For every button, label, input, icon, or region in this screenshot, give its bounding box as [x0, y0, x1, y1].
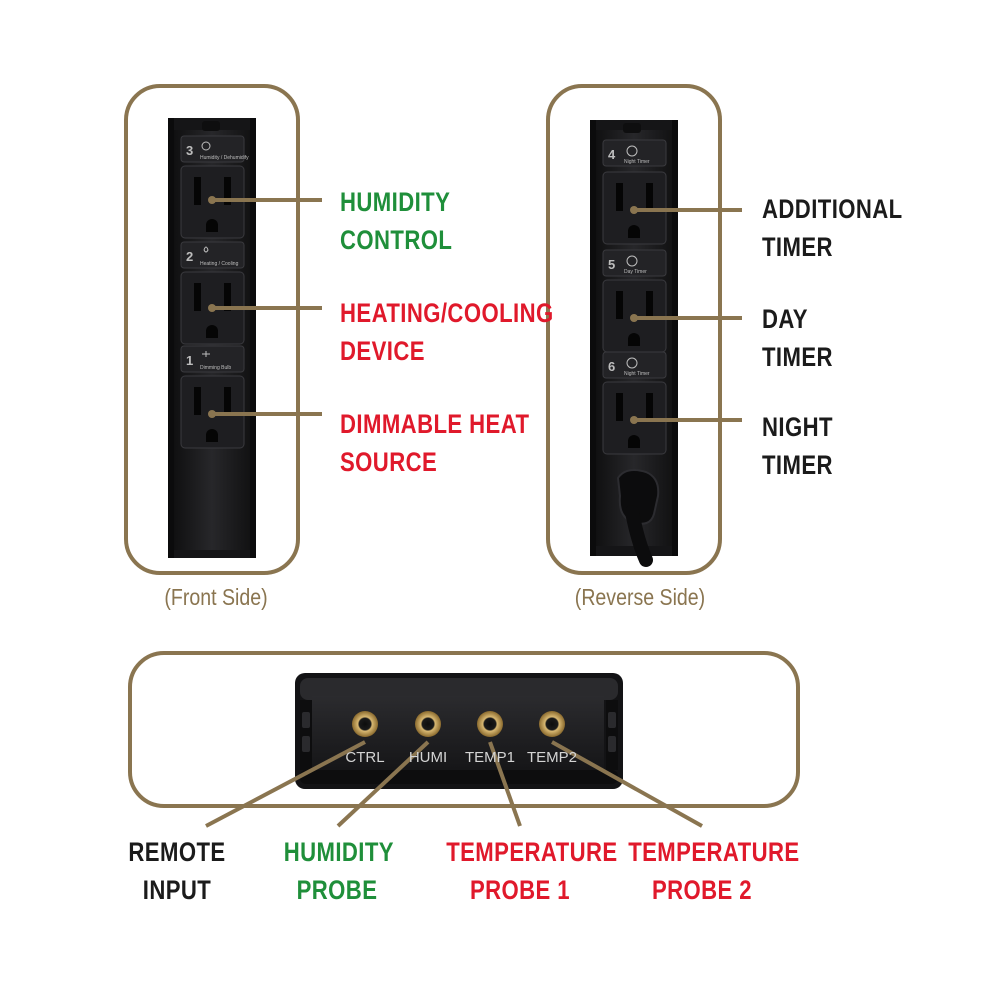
reverse-outlet-4-text: Night Timer — [624, 159, 650, 165]
front-outlet-2-number: 2 — [186, 249, 193, 264]
heat-cool-icon — [203, 246, 209, 253]
callout-humidity-control: HUMIDITY CONTROL — [340, 183, 452, 259]
callout-heating-cooling-device: HEATING/COOLING DEVICE — [340, 294, 554, 370]
front-outlet-1-text: Dimming Bulb — [200, 365, 231, 371]
reverse-side-caption: (Reverse Side) — [574, 584, 706, 610]
callout-line: ADDITIONAL — [762, 194, 903, 224]
temp1-jack — [477, 711, 503, 737]
temp2-jack — [539, 711, 565, 737]
front-side-caption: (Front Side) — [164, 584, 268, 610]
callout-line: SOURCE — [340, 447, 438, 477]
jack-label-temp2: TEMP2 — [527, 749, 577, 766]
callout-temperature-probe-2: TEMPERATURE PROBE 2 — [628, 833, 800, 909]
callout-line: DEVICE — [340, 336, 425, 366]
ports-device — [295, 673, 623, 789]
callout-line: INPUT — [142, 875, 212, 905]
power-cord — [616, 469, 660, 567]
ports-frame — [128, 651, 800, 808]
front-frame — [124, 84, 300, 575]
front-outlet-3-text: Humidity / Dehumidify — [200, 155, 249, 161]
callout-line: DIMMABLE HEAT — [340, 409, 530, 439]
leader-temp-probe-1 — [488, 741, 522, 827]
callout-line: NIGHT — [762, 412, 833, 442]
callout-line: CONTROL — [340, 225, 453, 255]
callout-night-timer: NIGHT TIMER — [762, 408, 833, 484]
reverse-outlet-5-text: Day Timer — [624, 269, 647, 275]
callout-line: PROBE 1 — [469, 875, 571, 905]
callout-line: REMOTE — [128, 837, 226, 867]
callout-line: TEMPERATURE — [446, 837, 618, 867]
clock-icon — [626, 145, 638, 157]
front-outlet-3-number: 3 — [186, 143, 193, 158]
callout-line: HUMIDITY — [283, 837, 394, 867]
callout-line: PROBE — [296, 875, 378, 905]
ctrl-jack — [352, 711, 378, 737]
front-outlet-1-number: 1 — [186, 353, 193, 368]
callout-temperature-probe-1: TEMPERATURE PROBE 1 — [446, 833, 618, 909]
humidity-icon — [201, 141, 211, 151]
reverse-outlet-5-number: 5 — [608, 257, 615, 272]
front-outlet-2-text: Heating / Cooling — [200, 261, 239, 267]
callout-additional-timer: ADDITIONAL TIMER — [762, 190, 903, 266]
jack-label-temp1: TEMP1 — [465, 749, 515, 766]
leader-temp-probe-2 — [551, 740, 703, 828]
leader-humidity-probe — [336, 740, 430, 828]
dimmer-icon — [202, 351, 210, 357]
callout-line: TIMER — [762, 450, 833, 480]
callout-line: DAY — [762, 304, 808, 334]
reverse-frame — [546, 84, 722, 575]
moon-clock-icon — [626, 357, 638, 369]
humi-jack — [415, 711, 441, 737]
reverse-outlet-6-number: 6 — [608, 359, 615, 374]
leader-remote-input — [205, 740, 366, 828]
callout-line: HUMIDITY — [340, 187, 451, 217]
callout-line: TIMER — [762, 232, 833, 262]
sun-clock-icon — [626, 255, 638, 267]
reverse-outlet-6-text: Night Timer — [624, 371, 650, 377]
front-device — [168, 118, 256, 558]
callout-line: TIMER — [762, 342, 833, 372]
callout-remote-input: REMOTE INPUT — [124, 833, 231, 909]
callout-line: HEATING/COOLING — [340, 298, 554, 328]
reverse-outlet-4-number: 4 — [608, 147, 616, 162]
leader-lines — [205, 198, 742, 828]
reverse-device — [590, 120, 678, 567]
callout-dimmable-heat-source: DIMMABLE HEAT SOURCE — [340, 405, 529, 481]
callout-day-timer: DAY TIMER — [762, 300, 833, 376]
callout-line: PROBE 2 — [651, 875, 753, 905]
jack-label-ctrl: CTRL — [345, 749, 384, 766]
jack-label-humi: HUMI — [409, 749, 447, 766]
callout-line: TEMPERATURE — [628, 837, 800, 867]
callout-humidity-probe: HUMIDITY PROBE — [283, 833, 394, 909]
